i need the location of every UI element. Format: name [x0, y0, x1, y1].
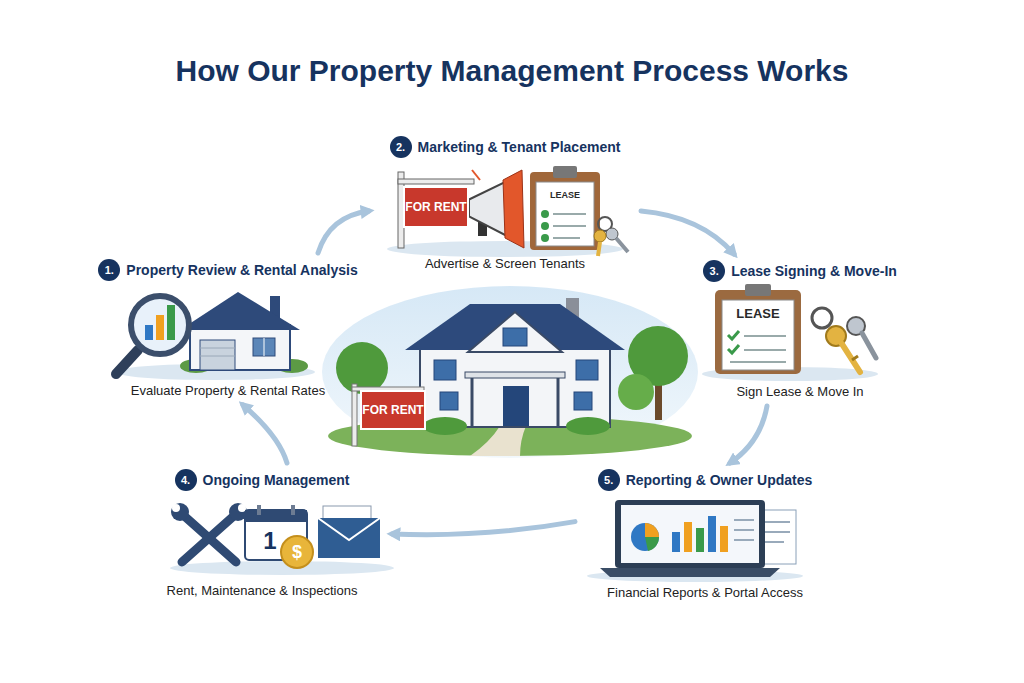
- icon-space: [78, 282, 378, 382]
- step-heading-row: 2. Marketing & Tenant Placement: [374, 135, 636, 159]
- sign-text: FOR RENT: [403, 186, 468, 228]
- step-number: 2.: [390, 136, 412, 158]
- flow-arrow: [392, 522, 575, 535]
- laptop-report-icon: [587, 500, 803, 582]
- flow-arrow: [641, 211, 734, 254]
- process-step: 1. Property Review & Rental AnalysisEvalu…: [78, 258, 378, 400]
- step-number: 3.: [703, 260, 725, 282]
- calendar-day: 1: [258, 527, 282, 555]
- step-number: 4.: [175, 469, 197, 491]
- step-heading: Lease Signing & Move-In: [731, 263, 897, 279]
- flow-arrow: [243, 405, 287, 463]
- icon-space: [580, 492, 830, 584]
- process-step: 5. Reporting & Owner UpdatesFinancial Rep…: [580, 468, 830, 602]
- icon-space: [137, 492, 387, 582]
- step-heading: Ongoing Management: [203, 472, 350, 488]
- sign-text: FOR RENT: [360, 390, 425, 430]
- step-heading: Marketing & Tenant Placement: [418, 139, 621, 155]
- step-heading: Reporting & Owner Updates: [626, 472, 813, 488]
- management-icon: [170, 503, 394, 575]
- step-caption: Rent, Maintenance & Inspections: [137, 582, 387, 600]
- lease-header: LEASE: [727, 305, 789, 323]
- lease-header: LEASE: [543, 190, 587, 202]
- process-step: 4. Ongoing ManagementRent, Maintenance & …: [137, 468, 387, 600]
- step-number: 5.: [598, 469, 620, 491]
- title: How Our Property Management Process Work…: [0, 54, 1024, 88]
- process-step: 3. Lease Signing & Move-InSign Lease & Mo…: [690, 259, 910, 401]
- step-number: 1.: [98, 259, 120, 281]
- marketing-icon: [387, 166, 628, 257]
- step-heading-row: 5. Reporting & Owner Updates: [580, 468, 830, 492]
- step-caption: Financial Reports & Portal Access: [580, 584, 830, 602]
- icon-space: [690, 283, 910, 383]
- step-heading-row: 3. Lease Signing & Move-In: [690, 259, 910, 283]
- coin-symbol: $: [287, 541, 307, 563]
- step-heading: Property Review & Rental Analysis: [126, 262, 357, 278]
- house-magnifier-icon: [115, 292, 315, 380]
- lease-keys-icon: [702, 284, 878, 381]
- center-house-scene: [322, 286, 698, 458]
- step-caption: Advertise & Screen Tenants: [374, 255, 636, 273]
- step-caption: Sign Lease & Move In: [690, 383, 910, 401]
- step-heading-row: 1. Property Review & Rental Analysis: [78, 258, 378, 282]
- step-heading-row: 4. Ongoing Management: [137, 468, 387, 492]
- flow-arrow: [730, 406, 767, 463]
- step-caption: Evaluate Property & Rental Rates: [78, 382, 378, 400]
- flow-arrow: [318, 211, 369, 253]
